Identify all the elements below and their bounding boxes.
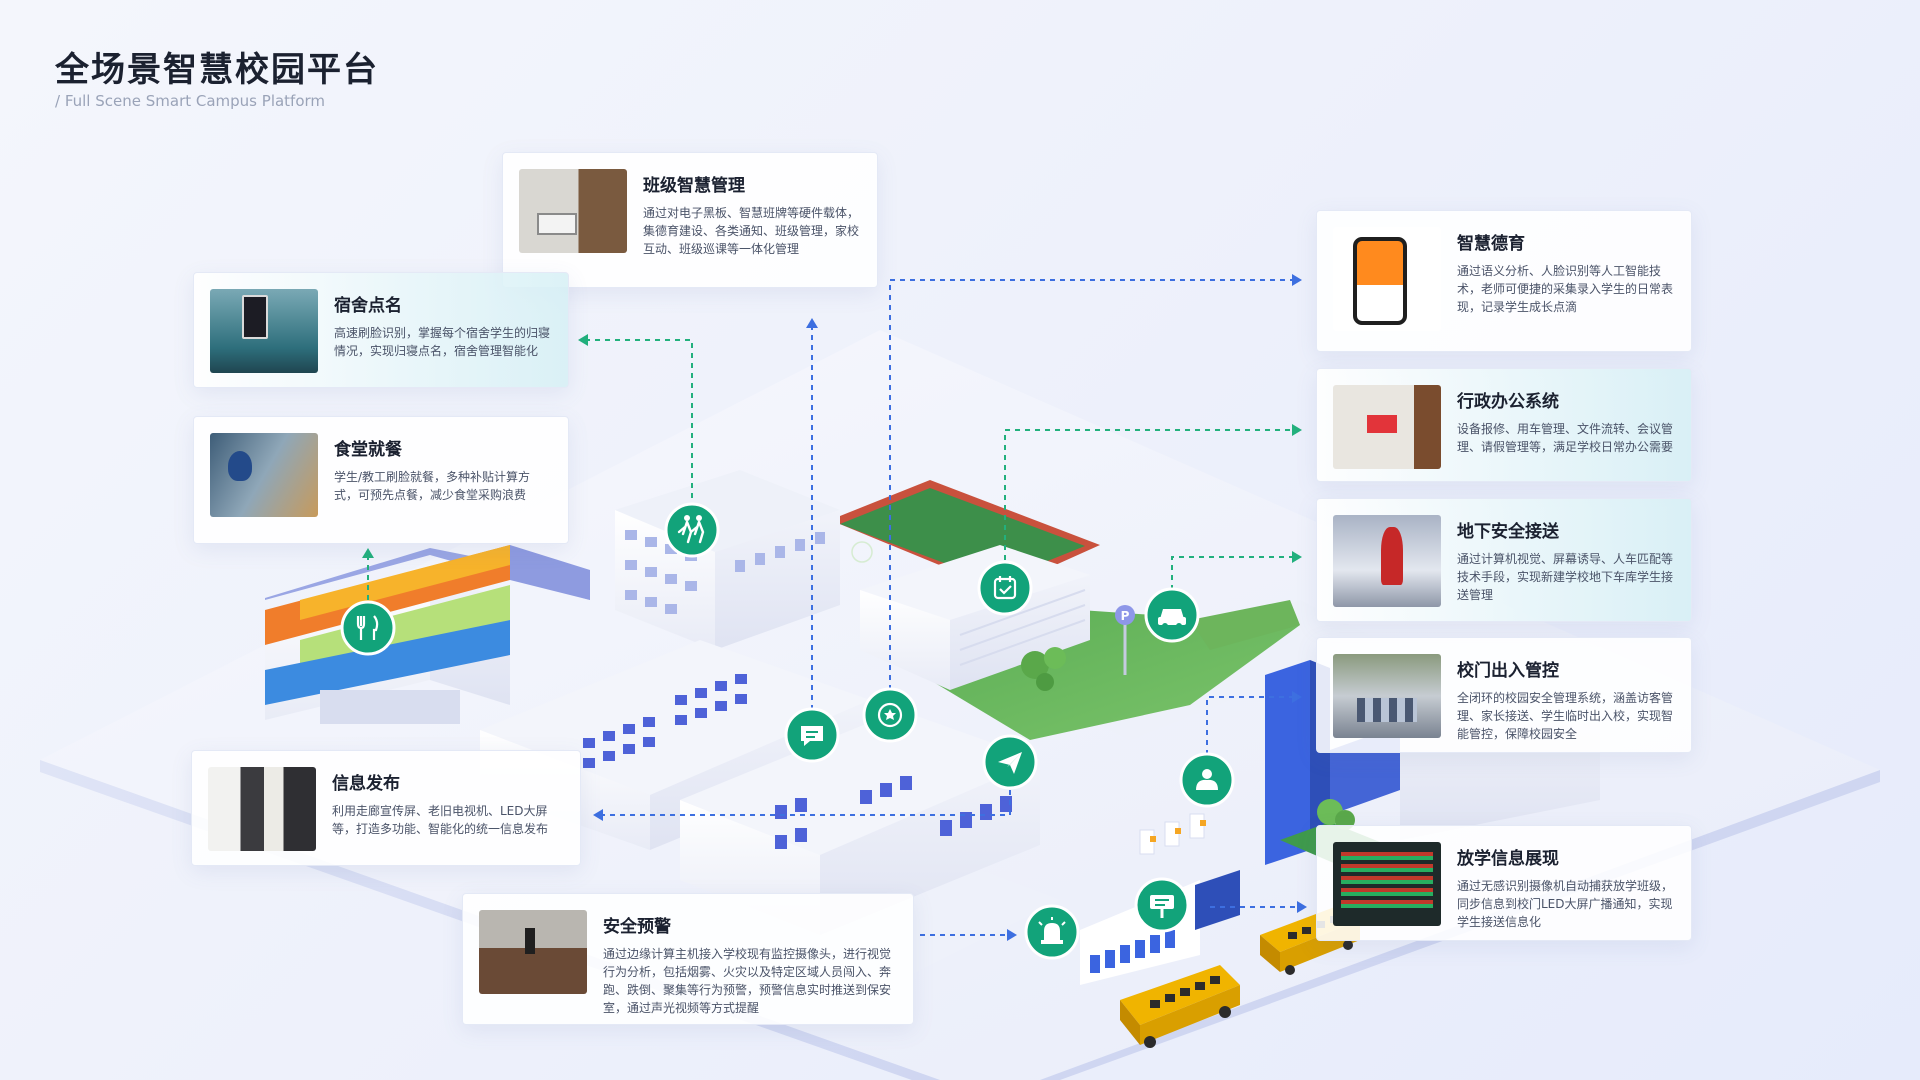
card-description: 利用走廊宣传屏、老旧电视机、LED大屏等，打造多功能、智能化的统一信息发布 bbox=[332, 804, 549, 836]
fork-knife-icon bbox=[340, 600, 396, 656]
card-gate-access[interactable]: 校门出入管控 全闭环的校园安全管理系统，涵盖访客管理、家长接送、学生临时出入校，… bbox=[1316, 637, 1692, 753]
card-underground-pickup[interactable]: 地下安全接送 通过计算机视觉、屏幕诱导、人车匹配等技术手段，实现新建学校地下车库… bbox=[1316, 498, 1692, 622]
card-description: 通过无感识别摄像机自动捕获放学班级，同步信息到校门LED大屏广播通知，实现学生接… bbox=[1457, 879, 1674, 929]
card-title: 校门出入管控 bbox=[1457, 661, 1559, 681]
info-release-thumbnail bbox=[208, 767, 316, 851]
car-icon bbox=[1144, 587, 1200, 643]
card-title: 班级智慧管理 bbox=[643, 176, 745, 196]
signboard-icon bbox=[1134, 877, 1190, 933]
canteen-dining-thumbnail bbox=[210, 433, 318, 517]
card-description: 学生/教工刷脸就餐，多种补贴计算方式，可预先点餐，减少食堂采购浪费 bbox=[334, 470, 531, 502]
card-description: 通过计算机视觉、屏幕诱导、人车匹配等技术手段，实现新建学校地下车库学生接送管理 bbox=[1457, 552, 1674, 602]
card-title: 行政办公系统 bbox=[1457, 392, 1559, 412]
connector-arrows bbox=[367, 279, 1300, 936]
card-description: 通过边缘计算主机接入学校现有监控摄像头，进行视觉行为分析，包括烟雾、火灾以及特定… bbox=[603, 947, 892, 1015]
card-description: 全闭环的校园安全管理系统，涵盖访客管理、家长接送、学生临时出入校，实现智能管控，… bbox=[1457, 691, 1674, 741]
card-title: 地下安全接送 bbox=[1457, 522, 1559, 542]
lower-building bbox=[680, 710, 1040, 935]
page-title: 全场景智慧校园平台 bbox=[55, 50, 379, 90]
school-bus-front bbox=[1120, 965, 1240, 1048]
admin-office-thumbnail bbox=[1333, 385, 1441, 469]
moral-education-thumbnail bbox=[1333, 227, 1441, 331]
card-admin-office[interactable]: 行政办公系统 设备报修、用车管理、文件流转、会议管理、请假管理等，满足学校日常办… bbox=[1316, 368, 1692, 482]
alarm-icon bbox=[1024, 904, 1080, 960]
card-description: 设备报修、用车管理、文件流转、会议管理、请假管理等，满足学校日常办公需要 bbox=[1457, 422, 1674, 454]
dorm-rollcall-thumbnail bbox=[210, 289, 318, 373]
card-dorm-rollcall[interactable]: 宿舍点名 高速刷脸识别，掌握每个宿舍学生的归寝情况，实现归寝点名，宿舍管理智能化 bbox=[193, 272, 569, 388]
card-title: 食堂就餐 bbox=[334, 440, 402, 460]
card-title: 智慧德育 bbox=[1457, 234, 1525, 254]
card-title: 宿舍点名 bbox=[334, 296, 402, 316]
card-class-management[interactable]: 班级智慧管理 通过对电子黑板、智慧班牌等硬件载体，集德育建设、各类通知、班级管理… bbox=[502, 152, 878, 288]
paper-plane-icon bbox=[982, 734, 1038, 790]
arrow-heads bbox=[362, 274, 1307, 941]
gate-access-thumbnail bbox=[1333, 654, 1441, 738]
checklist-icon bbox=[977, 560, 1033, 616]
page-subtitle: / Full Scene Smart Campus Platform bbox=[55, 92, 326, 110]
visitor-icon bbox=[1179, 752, 1235, 808]
safety-warning-thumbnail bbox=[479, 910, 587, 994]
card-canteen-dining[interactable]: 食堂就餐 学生/教工刷脸就餐，多种补贴计算方式，可预先点餐，减少食堂采购浪费 bbox=[193, 416, 569, 544]
badge-icon bbox=[862, 687, 918, 743]
card-title: 信息发布 bbox=[332, 774, 400, 794]
card-title: 安全预警 bbox=[603, 917, 671, 937]
card-moral-education[interactable]: 智慧德育 通过语义分析、人脸识别等人工智能技术，老师可便捷的采集录入学生的日常表… bbox=[1316, 210, 1692, 352]
admin-building bbox=[860, 545, 1090, 690]
dismissal-display-thumbnail bbox=[1333, 842, 1441, 926]
parking-sign-label: P bbox=[1121, 609, 1130, 623]
pedestrian-icon bbox=[664, 502, 720, 558]
card-description: 通过对电子黑板、智慧班牌等硬件载体，集德育建设、各类通知、班级管理，家校互动、班… bbox=[643, 206, 860, 256]
card-safety-warning[interactable]: 安全预警 通过边缘计算主机接入学校现有监控摄像头，进行视觉行为分析，包括烟雾、火… bbox=[462, 893, 914, 1025]
class-management-thumbnail bbox=[519, 169, 627, 253]
parking-sign-icon: P bbox=[1115, 605, 1135, 675]
card-info-release[interactable]: 信息发布 利用走廊宣传屏、老旧电视机、LED大屏等，打造多功能、智能化的统一信息… bbox=[191, 750, 581, 866]
card-title: 放学信息展现 bbox=[1457, 849, 1559, 869]
underground-pickup-thumbnail bbox=[1333, 515, 1441, 607]
card-description: 高速刷脸识别，掌握每个宿舍学生的归寝情况，实现归寝点名，宿舍管理智能化 bbox=[334, 326, 551, 358]
card-dismissal-display[interactable]: 放学信息展现 通过无感识别摄像机自动捕获放学班级，同步信息到校门LED大屏广播通… bbox=[1316, 825, 1692, 941]
card-description: 通过语义分析、人脸识别等人工智能技术，老师可便捷的采集录入学生的日常表现，记录学… bbox=[1457, 264, 1674, 314]
message-icon bbox=[784, 707, 840, 763]
